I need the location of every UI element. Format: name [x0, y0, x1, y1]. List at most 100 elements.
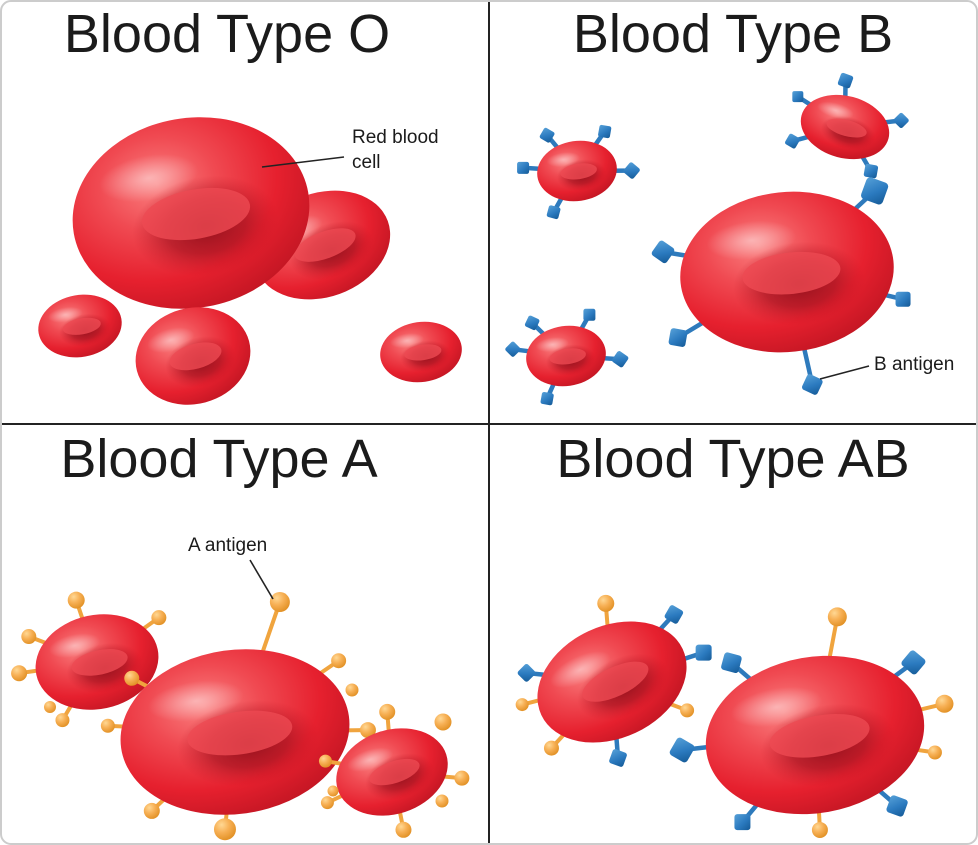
b-antigen-icon [785, 133, 800, 149]
b-antigen-icon [546, 205, 561, 220]
b-antigen-icon [505, 341, 521, 357]
a-antigen-icon [434, 713, 452, 731]
a-antigen-icon [435, 794, 449, 808]
cell-highlight [817, 101, 854, 120]
title-blood-type-b: Blood Type B [573, 4, 893, 64]
b-antigen-icon [668, 328, 688, 347]
a-antigen-icon [359, 722, 376, 739]
a-antigen-icon [345, 683, 359, 697]
b-antigen-icon [861, 177, 889, 205]
b-antigen-icon [863, 163, 879, 179]
red-blood-cell [785, 72, 909, 179]
b-antigen-icon [612, 351, 629, 368]
red-blood-cell [72, 117, 310, 309]
red-blood-cell [517, 124, 640, 220]
b-antigen-label: B antigen [874, 354, 954, 375]
cell-inner-band [582, 661, 649, 702]
b-antigen-icon [895, 291, 911, 307]
a-antigen-label: A antigen [188, 535, 267, 556]
cell-highlight [535, 337, 569, 353]
a-antigen-icon [927, 745, 942, 760]
b-antigen-icon [540, 392, 554, 406]
cell-highlight [147, 327, 195, 353]
a-antigen-icon [55, 713, 70, 728]
cell-highlight [48, 633, 101, 658]
a-antigen-icon [269, 592, 290, 613]
b-antigen-icon [623, 162, 640, 179]
b-antigen-icon [524, 315, 540, 331]
panel-type-a [11, 591, 470, 841]
a-antigen-icon [100, 718, 115, 733]
cell-inner-band [187, 710, 293, 756]
cell-inner-band [294, 228, 356, 262]
b-antigen-icon [598, 124, 612, 139]
panel-type-o [38, 117, 462, 405]
b-antigen-icon [539, 127, 555, 143]
b-antigen-icon [651, 240, 675, 264]
title-blood-type-o: Blood Type O [64, 4, 390, 64]
b-antigen-icon [886, 795, 908, 817]
cell-highlight [147, 680, 244, 722]
a-antigen-icon [331, 653, 347, 669]
b-antigen-icon [583, 308, 596, 321]
b-antigen-icon [837, 72, 854, 89]
a-antigen-icon [143, 802, 160, 819]
cell-inner-band [769, 713, 870, 758]
cell-highlight [546, 152, 580, 168]
cell-inner-band [826, 118, 867, 138]
a-antigen-icon [379, 703, 396, 720]
b-antigen-icon [901, 650, 926, 675]
b-antigen-icon [721, 652, 742, 674]
a-antigen-icon [811, 821, 828, 838]
cell-inner-band [169, 342, 222, 371]
panel-type-ab [515, 594, 954, 838]
a-antigen-icon [318, 754, 332, 768]
a-antigen-icon [11, 665, 28, 682]
a-antigen-icon [213, 818, 236, 841]
b-antigen-icon [517, 161, 530, 174]
a-antigen-icon [827, 607, 847, 627]
a-antigen-icon [21, 629, 37, 645]
cells-layer [11, 72, 954, 841]
red-blood-cell [100, 592, 376, 841]
cell-inner-band [141, 187, 251, 241]
cell-inner-band [71, 649, 128, 676]
labels-layer: Blood Type O Blood Type B Blood Type A B… [60, 4, 954, 600]
a-antigen-pointer-line [249, 559, 274, 600]
a-antigen-icon [151, 610, 167, 626]
a-antigen-icon [515, 698, 529, 712]
cell-inner-band [560, 163, 597, 180]
b-antigen-icon [695, 644, 712, 661]
a-antigen-icon [543, 740, 559, 756]
panel-type-b [505, 72, 911, 406]
red-blood-cell-pointer-line [261, 156, 345, 168]
red-blood-cell [38, 294, 122, 358]
red-blood-cell [318, 703, 470, 838]
red-blood-cell-label: Red blood cell [352, 127, 444, 173]
a-antigen-icon [320, 796, 334, 810]
cell-inner-band [62, 317, 101, 335]
red-blood-cell [380, 321, 462, 383]
a-antigen-stalk [827, 620, 839, 663]
cell-inner-band [742, 251, 841, 295]
cell-inner-band [403, 344, 442, 361]
b-antigen-icon [734, 814, 751, 831]
b-antigen-icon [792, 91, 804, 103]
b-antigen-annotation: B antigen [819, 354, 954, 380]
red-blood-cell-annotation: Red blood cell [261, 127, 444, 173]
b-antigen-stalk [801, 343, 814, 382]
a-antigen-icon [124, 670, 140, 686]
a-antigen-icon [327, 785, 339, 797]
a-antigen-icon [67, 591, 85, 609]
cell-inner-band [369, 758, 420, 786]
a-antigen-icon [680, 703, 695, 718]
red-blood-cell [651, 177, 911, 395]
b-antigen-icon [517, 664, 536, 682]
b-antigen-icon [893, 112, 909, 129]
a-antigen-annotation: A antigen [188, 535, 274, 600]
a-antigen-icon [935, 694, 954, 713]
